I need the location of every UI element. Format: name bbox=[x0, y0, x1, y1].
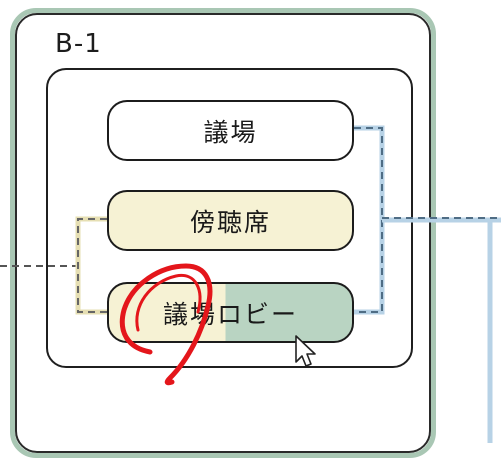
left-bracket-front bbox=[75, 216, 107, 315]
connector-lines-front bbox=[0, 125, 501, 315]
room-label: 議場ロビー bbox=[162, 299, 298, 329]
right-bracket-front-dashed bbox=[354, 127, 383, 313]
right-bracket-front bbox=[354, 125, 385, 315]
panel-label: B-1 bbox=[55, 29, 102, 59]
room-label: 議場 bbox=[203, 117, 258, 147]
room-box-public-gallery[interactable]: 傍聴席 bbox=[107, 190, 354, 251]
diagram-canvas: B-1 議場 傍聴席 議場ロビー bbox=[0, 8, 501, 458]
left-bracket-front-dashed bbox=[77, 218, 107, 313]
room-box-assembly-lobby[interactable]: 議場ロビー bbox=[107, 282, 354, 343]
room-box-assembly-hall[interactable]: 議場 bbox=[107, 100, 354, 161]
room-label: 傍聴席 bbox=[189, 207, 271, 237]
